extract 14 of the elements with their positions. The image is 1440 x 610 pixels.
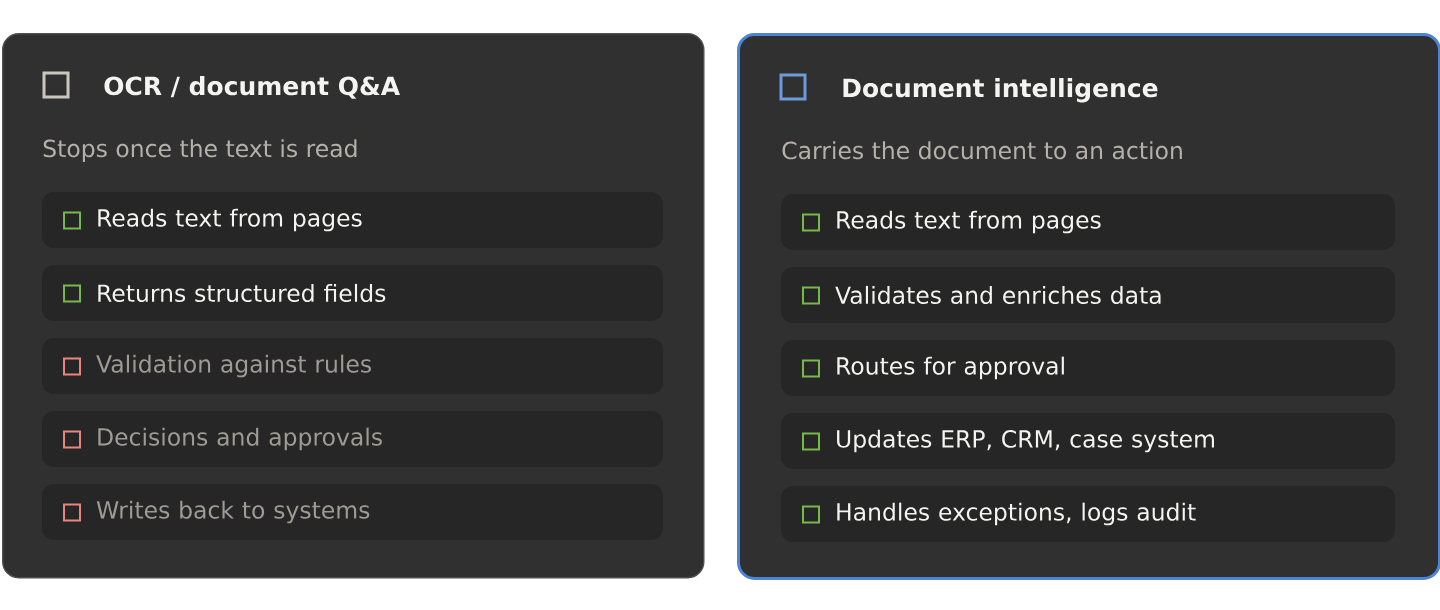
list-item: Decisions and approvals — [42, 411, 663, 467]
card-subtitle: Stops once the text is read — [43, 139, 357, 162]
list-item: Handles exceptions, logs audit — [781, 486, 1395, 542]
list-item: Reads text from pages — [781, 194, 1395, 250]
list-item: Reads text from pages — [42, 192, 663, 248]
list-item: Validates and enriches data — [781, 267, 1395, 323]
list-item: Validation against rules — [42, 338, 663, 394]
list-item: Returns structured fields — [42, 265, 663, 321]
card-title: OCR / document Q&A — [104, 76, 400, 99]
list-item: Updates ERP, CRM, case system — [781, 413, 1395, 469]
card-title: Document intelligence — [843, 78, 1158, 103]
list-item: Routes for approval — [781, 340, 1395, 396]
card-subtitle: Carries the document to an action — [782, 141, 1182, 160]
list-item: Writes back to systems — [42, 484, 663, 540]
